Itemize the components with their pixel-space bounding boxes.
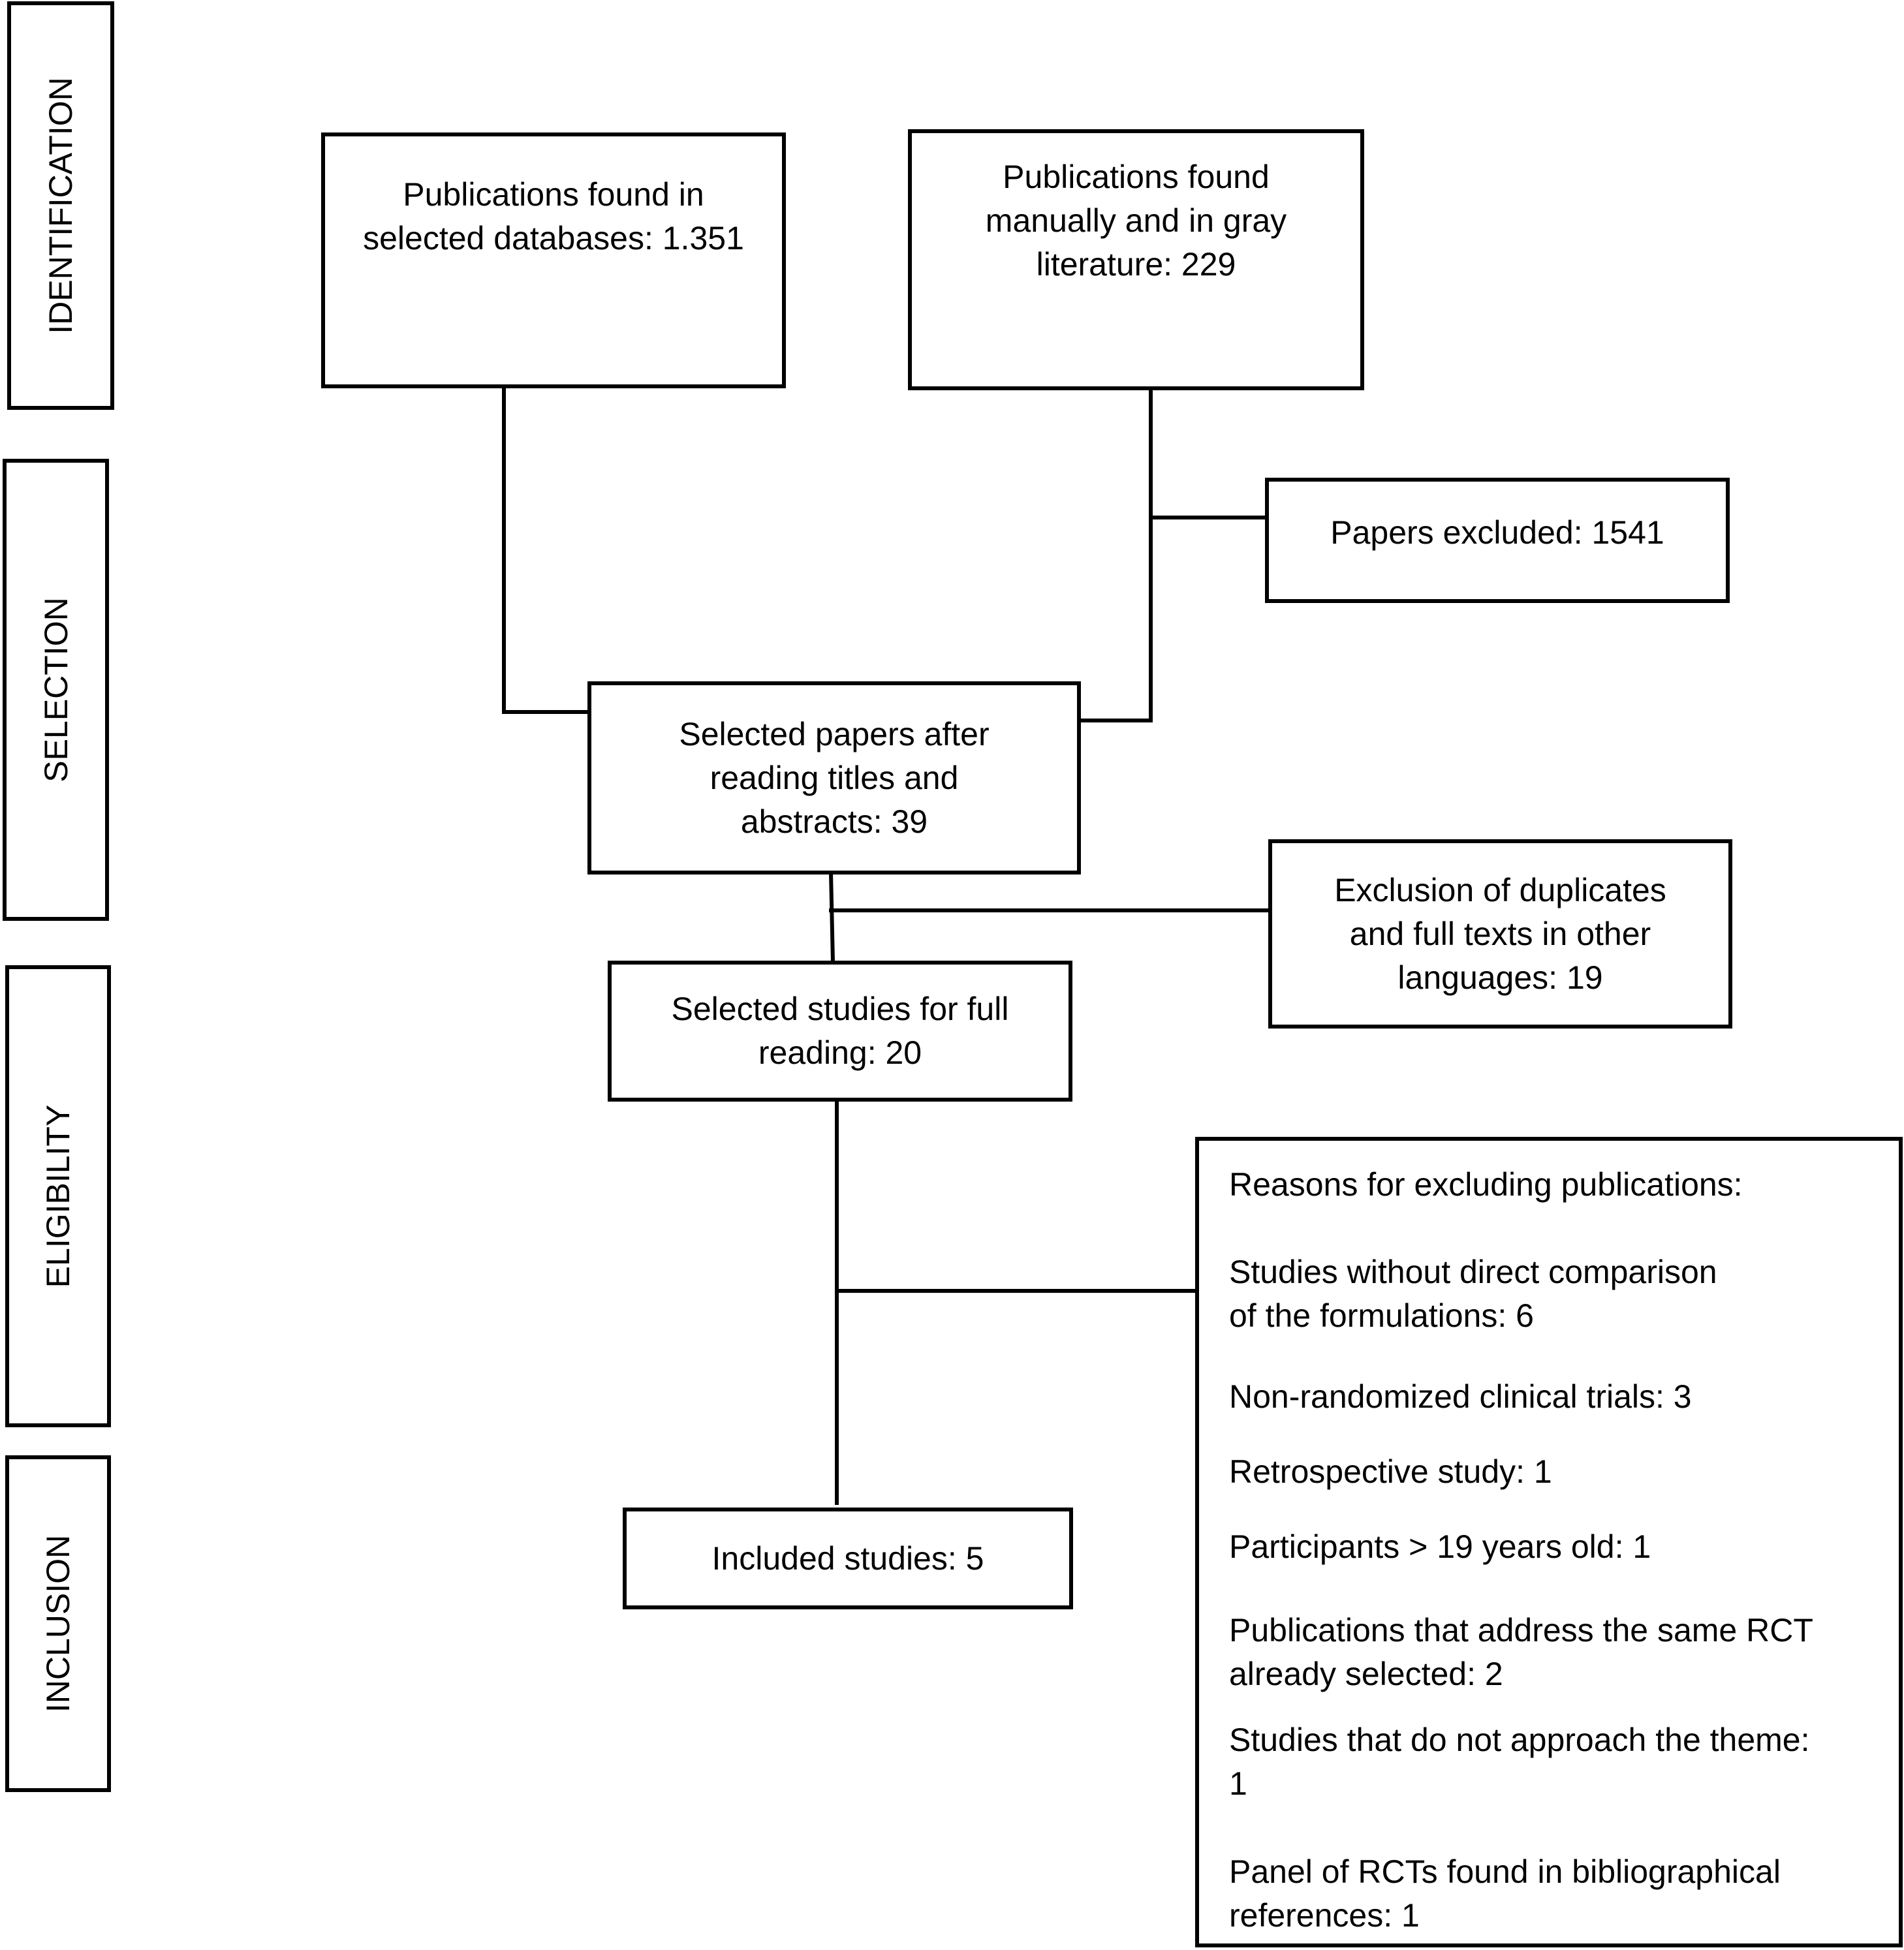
connector-manual-to-selected [1077,387,1153,722]
stage-eligibility: ELIGIBILITY [5,965,111,1427]
box-full-reading-text: Selected studies for full reading: 20 [671,991,1009,1071]
reason-item: Publications that address the same RCT a… [1229,1612,1813,1692]
box-excluded-text: Papers excluded: 1541 [1330,514,1664,551]
reason-item: Studies that do not approach the theme: … [1229,1722,1810,1802]
stage-inclusion-label: INCLUSION [40,1534,76,1713]
box-selected-titles: Selected papers after reading titles and… [587,681,1081,874]
stage-identification: IDENTIFICATION [7,1,114,410]
box-manual-text: Publications found manually and in gray … [985,159,1287,283]
stage-identification-label: IDENTIFICATION [42,77,79,334]
stage-eligibility-label: ELIGIBILITY [40,1104,76,1288]
reason-item: Non-randomized clinical trials: 3 [1229,1378,1692,1415]
box-databases-text: Publications found in selected databases… [363,176,744,256]
reason-item: Studies without direct comparison of the… [1229,1254,1717,1334]
stage-selection-label: SELECTION [37,597,74,782]
box-excluded: Papers excluded: 1541 [1265,478,1730,603]
box-duplicates-text: Exclusion of duplicates and full texts i… [1334,871,1666,996]
reason-item: Retrospective study: 1 [1229,1453,1552,1490]
box-included-text: Included studies: 5 [711,1540,984,1577]
box-included: Included studies: 5 [623,1508,1073,1609]
box-databases: Publications found in selected databases… [321,132,786,388]
box-full-reading: Selected studies for full reading: 20 [608,961,1072,1102]
stage-inclusion: INCLUSION [5,1455,111,1792]
box-selected-titles-text: Selected papers after reading titles and… [679,715,990,840]
connector-databases-to-selected [502,385,591,714]
box-reasons: Reasons for excluding publications: Stud… [1195,1137,1903,1947]
reason-item: Panel of RCTs found in bibliographical r… [1229,1853,1781,1934]
reason-item: Participants > 19 years old: 1 [1229,1528,1651,1565]
stage-selection: SELECTION [3,459,109,921]
box-manual: Publications found manually and in gray … [908,129,1364,390]
box-duplicates: Exclusion of duplicates and full texts i… [1268,839,1732,1029]
connector-selected-to-full [828,870,835,965]
reasons-heading: Reasons for excluding publications: [1229,1166,1743,1203]
